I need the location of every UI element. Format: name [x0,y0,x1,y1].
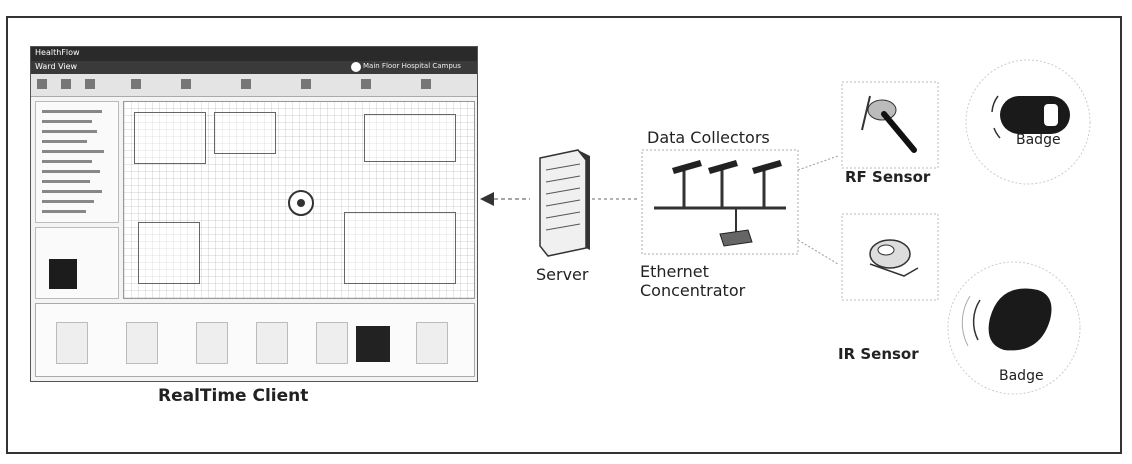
toolbar-icon [241,79,251,89]
client-bottom-panel [35,303,475,377]
toolbar-icon [37,79,47,89]
toolbar-icon [421,79,431,89]
client-photo-thumbnail [49,259,77,289]
client-toolbar [31,74,477,97]
toolbar-icon [301,79,311,89]
ethernet-label-line1: Ethernet [640,262,709,281]
toolbar-icon [61,79,71,89]
badge-top-label: Badge [1016,132,1061,148]
client-tab: Ward View [35,62,78,71]
ir-sensor-icon [869,239,919,277]
rf-sensor-icon [861,95,917,153]
data-collectors-network-icon [654,160,786,247]
client-tabbar: Ward View Main Floor Hospital Campus [31,61,477,74]
ethernet-label-line2: Concentrator [640,281,746,300]
client-window-title: HealthFlow [35,48,80,57]
client-floor-map [123,101,475,299]
badge-bottom-label: Badge [999,368,1044,384]
realtime-client-screenshot: HealthFlow Ward View Main Floor Hospital… [30,46,478,382]
toolbar-icon [181,79,191,89]
client-tab-right: Main Floor Hospital Campus [363,62,461,70]
toolbar-icon [85,79,95,89]
toolbar-icon [131,79,141,89]
ir-link [797,239,839,265]
data-collectors-label: Data Collectors [647,128,770,147]
client-tree-panel [35,101,119,223]
client-logo-icon [351,62,361,72]
server-label: Server [536,265,589,284]
arrow-to-client-icon [480,192,530,206]
map-location-icon [288,190,314,216]
rf-link [797,155,839,171]
ethernet-concentrator-label: Ethernet Concentrator [640,262,745,300]
client-titlebar: HealthFlow [31,47,477,61]
badge-top-icon [965,59,1091,185]
ir-sensor-label: IR Sensor [838,345,919,363]
rf-sensor-label: RF Sensor [845,168,931,186]
realtime-client-label: RealTime Client [158,386,309,406]
server-icon [539,149,590,257]
badge-bottom-icon [947,261,1081,395]
toolbar-icon [361,79,371,89]
data-collectors-box [641,149,799,255]
